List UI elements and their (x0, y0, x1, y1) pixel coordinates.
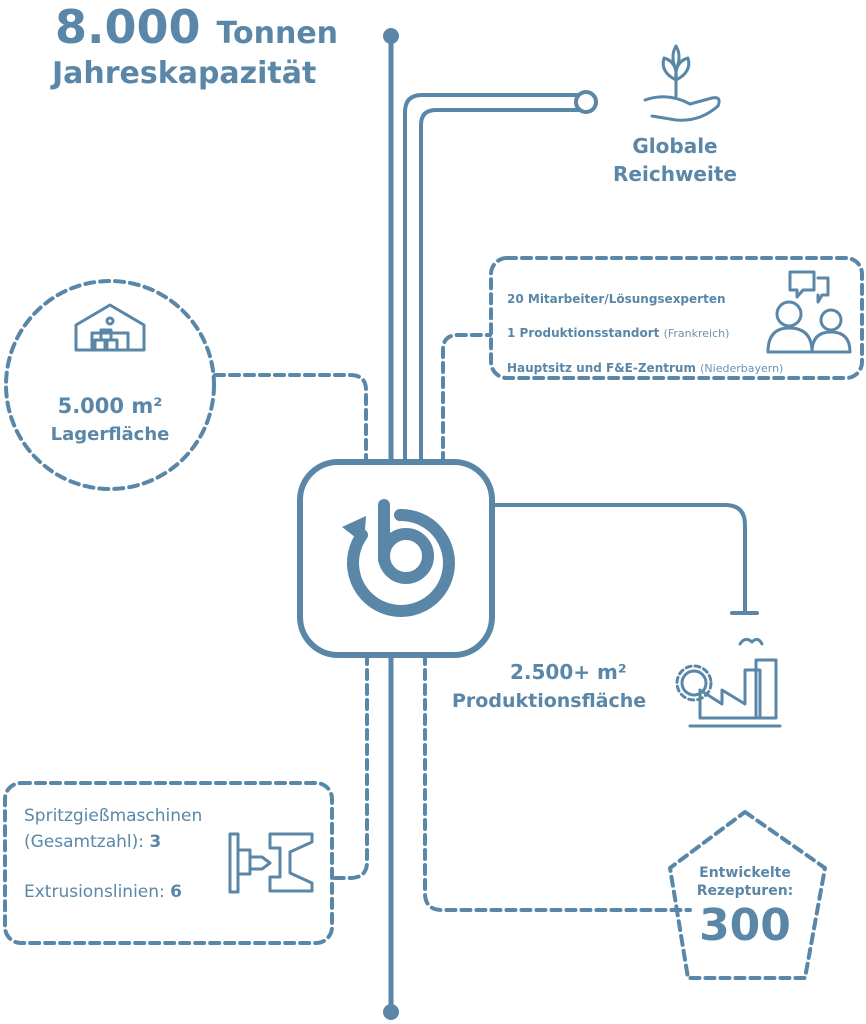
recipes-pentagon (668, 810, 827, 980)
injection-value: 3 (149, 832, 162, 852)
production-value: 2.500+ m² (510, 660, 627, 684)
team-box (489, 256, 864, 380)
team-item-text: 1 Produktionsstandort (507, 326, 660, 340)
connector-machines (331, 653, 369, 880)
team-item-text: 20 Mitarbeiter/Lösungsexperten (507, 292, 726, 306)
global-line1: Globale (632, 134, 718, 158)
production-label: Produktionsfläche (452, 690, 647, 712)
team-item-note: (Niederbayern) (700, 362, 784, 375)
team-item-text: Hauptsitz und F&E-Zentrum (507, 361, 696, 375)
connector-recipes (423, 653, 692, 912)
capacity-value: 8.000 (55, 0, 201, 54)
extrusion-value: 6 (170, 882, 182, 902)
storage-circle (4, 279, 216, 491)
storage-label: Lagerfläche (50, 424, 170, 445)
extrusion-count: Extrusionslinien: 6 (24, 882, 182, 902)
injection-label2: (Gesamtzahl): (24, 832, 144, 852)
recipes-line1: Entwickelte (699, 865, 791, 881)
b-logo-icon (342, 499, 455, 617)
machines-box (3, 781, 334, 945)
team-item-3: Hauptsitz und F&E-Zentrum (Niederbayern) (507, 361, 783, 375)
hand-plant-icon (643, 44, 721, 122)
storage-value: 5.000 m² (57, 394, 163, 418)
global-line2: Reichweite (613, 162, 737, 186)
injection-count: (Gesamtzahl): 3 (24, 832, 161, 852)
recipes-value: 300 (699, 900, 791, 951)
extrusion-label: Extrusionslinien: (24, 882, 165, 902)
recipes-line2: Rezepturen: (696, 883, 794, 899)
connector-production (490, 503, 759, 615)
team-item-2: 1 Produktionsstandort (Frankreich) (507, 326, 729, 340)
capacity-unit: Tonnen (216, 16, 339, 51)
injection-label: Spritzgießmaschinen (24, 806, 203, 826)
connector-storage (213, 373, 368, 464)
people-chat-icon (766, 270, 852, 354)
team-item-note: (Frankreich) (663, 327, 730, 340)
team-item-1: 20 Mitarbeiter/Lösungsexperten (507, 292, 726, 306)
connector-team (441, 333, 492, 464)
factory-icon (675, 637, 782, 728)
warehouse-icon (74, 303, 146, 352)
injection-mold-icon (228, 832, 314, 894)
capacity-label: Jahreskapazität (52, 56, 317, 91)
capacity-title: 8.000 Tonnen (55, 0, 338, 54)
connector-global (403, 90, 598, 464)
center-box (297, 459, 495, 658)
